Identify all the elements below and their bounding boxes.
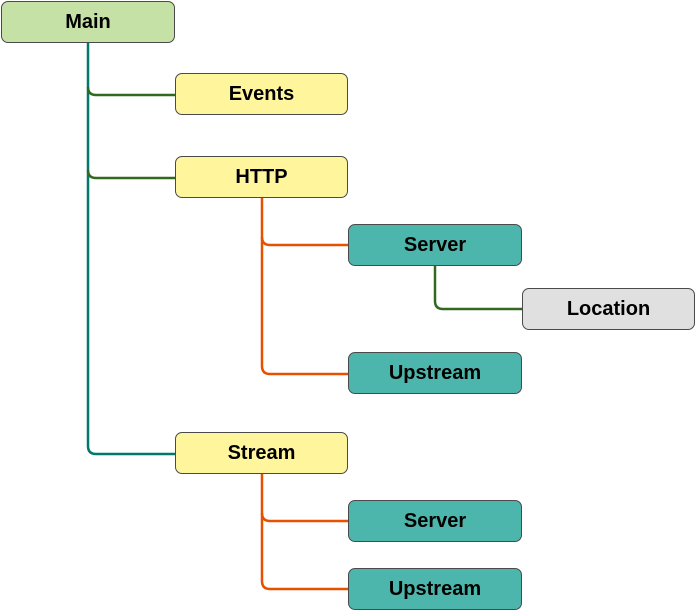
node-stream: Stream xyxy=(175,432,348,474)
connector-stream-to-upstream xyxy=(260,513,348,591)
node-stream-server: Server xyxy=(348,500,522,542)
node-events: Events xyxy=(175,73,348,115)
node-stream-upstream: Upstream xyxy=(348,568,522,610)
connector-http-to-server xyxy=(260,198,348,247)
node-http-upstream: Upstream xyxy=(348,352,522,394)
node-http: HTTP xyxy=(175,156,348,198)
node-http-location: Location xyxy=(522,288,695,330)
connector-main-to-http xyxy=(86,169,175,180)
connector-server-to-location xyxy=(433,266,522,311)
node-main: Main xyxy=(1,1,175,43)
connector-main-to-events xyxy=(86,86,175,97)
connector-main-to-stream xyxy=(86,43,175,456)
connector-stream-to-server xyxy=(260,474,348,523)
node-http-server: Server xyxy=(348,224,522,266)
connector-http-to-upstream xyxy=(260,237,348,376)
